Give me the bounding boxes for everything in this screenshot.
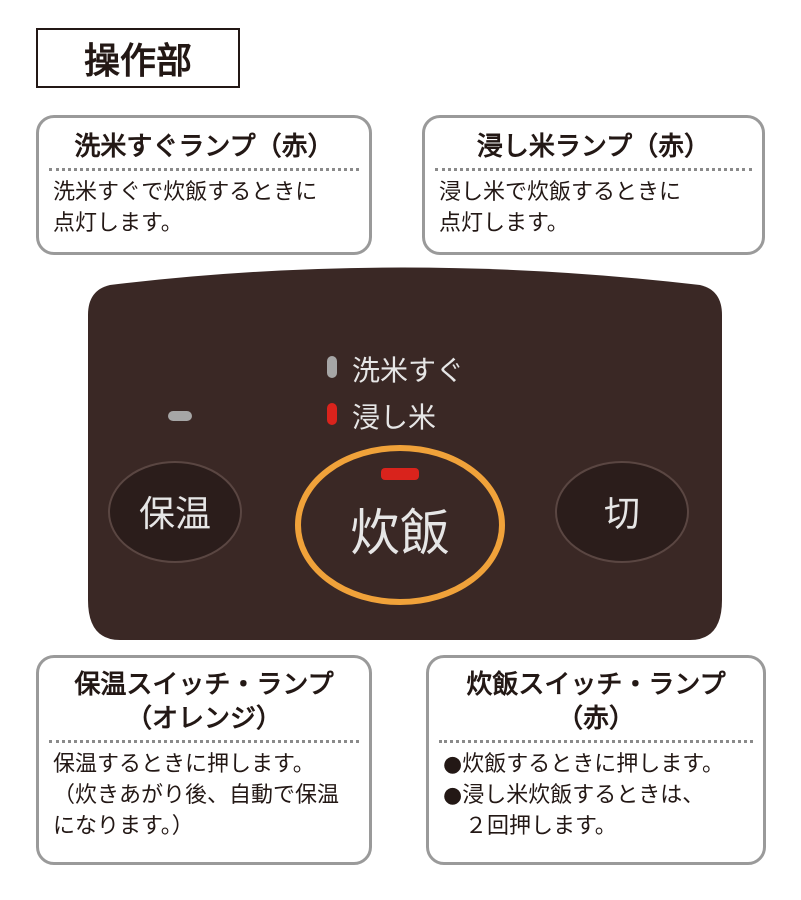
card-text: ●炊飯するときに押します。 [443,752,724,777]
suihan-lamp [381,468,419,480]
senmai-lamp [327,356,337,378]
suihan-button[interactable]: 炊飯 [295,445,505,605]
card-text: ●浸し米炊飯するときは、 [443,783,705,808]
hitashi-lamp [327,403,337,425]
card-heading: 炊飯スイッチ・ランプ [466,670,726,700]
divider [49,168,359,171]
card-text: （炊きあがり後、自動で保温 [53,783,340,808]
hoon-button[interactable]: 保温 [108,461,242,563]
suihan-orange-ring [295,445,505,605]
card-heading: 浸し米ランプ（赤） [476,132,711,162]
card-text: 保温するときに押します。 [53,752,315,777]
divider [439,740,753,743]
hoon-button-label: 保温 [139,494,211,535]
card-suihan-switch: 炊飯スイッチ・ランプ （赤） ●炊飯するときに押します。 ●浸し米炊飯するときは… [426,655,766,865]
card-heading: 保温スイッチ・ランプ [74,670,334,700]
card-heading: 洗米すぐランプ（赤） [74,132,334,162]
card-hitashi-lamp: 浸し米ランプ（赤） 浸し米で炊飯するときに 点灯します。 [422,115,765,255]
panel-body [88,267,722,640]
divider [49,740,359,743]
card-text: 点灯します。 [53,211,183,236]
card-text: ２回押します。 [443,814,617,839]
card-text: になります。） [53,814,194,839]
card-hoon-switch: 保温スイッチ・ランプ （オレンジ） 保温するときに押します。 （炊きあがり後、自… [36,655,372,865]
suihan-button-label: 炊飯 [350,504,450,562]
card-text: 浸し米で炊飯するときに [439,180,682,205]
card-text: 点灯します。 [439,211,569,236]
off-button[interactable]: 切 [555,461,689,563]
page-title: 操作部 [36,28,240,88]
card-heading: （赤） [556,704,635,734]
senmai-label: 洗米すぐ [352,354,464,387]
hitashi-label: 浸し米 [352,401,436,434]
divider [435,168,752,171]
off-button-label: 切 [604,494,640,535]
card-text: 洗米すぐで炊飯するときに [53,180,318,205]
hoon-lamp [168,411,192,421]
card-senmai-lamp: 洗米すぐランプ（赤） 洗米すぐで炊飯するときに 点灯します。 [36,115,372,255]
card-heading: （オレンジ） [125,704,282,734]
